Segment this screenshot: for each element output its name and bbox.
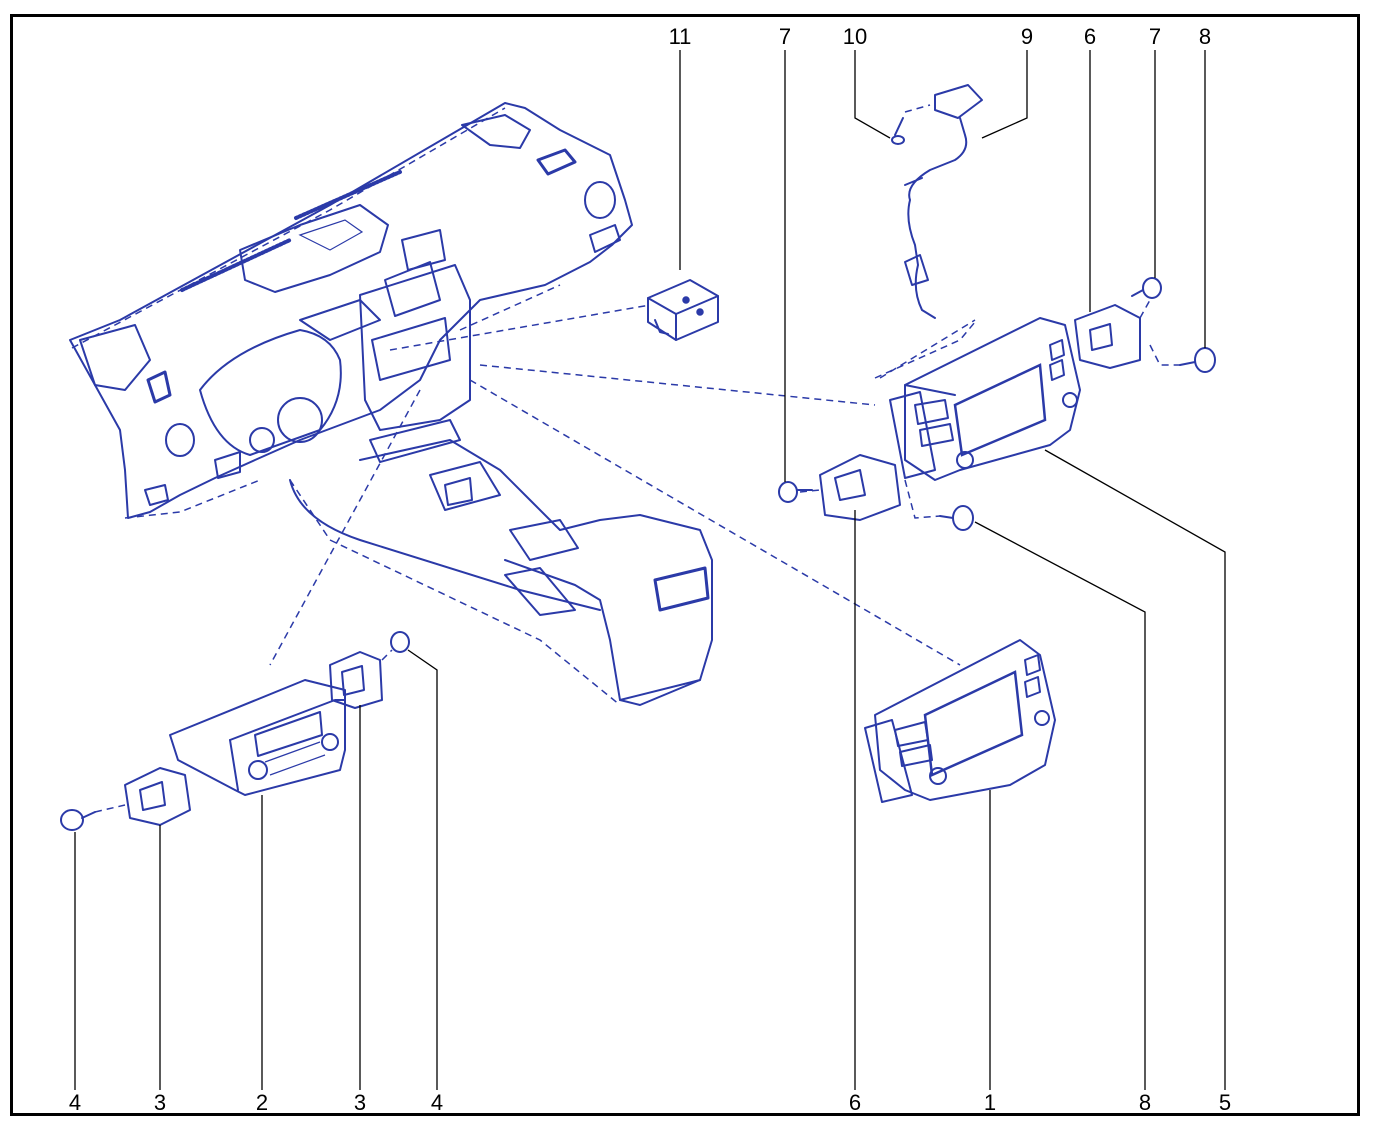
callout-8-bottom: 8: [1138, 1090, 1152, 1115]
part-9-harness: [874, 84, 983, 379]
callout-6-top: 6: [1083, 24, 1097, 49]
part-11-switch: [647, 279, 719, 341]
diagram-frame: [10, 14, 1360, 1116]
callout-4-right: 4: [430, 1090, 444, 1115]
part-6-bracket-upper: [1074, 299, 1151, 369]
center-console: [289, 439, 713, 706]
leader-lines: [74, 50, 1226, 1090]
part-1-display-unit: [864, 639, 1056, 803]
part-6-bracket-lower: [799, 454, 941, 521]
callout-6-bottom: 6: [848, 1090, 862, 1115]
callout-7-left: 7: [778, 24, 792, 49]
callout-8-top: 8: [1198, 24, 1212, 49]
part-3-bracket-right: [329, 649, 393, 709]
part-10-screw: [891, 104, 931, 145]
part-5-display-unit: [889, 317, 1081, 481]
callout-10: 10: [842, 24, 868, 49]
callout-9: 9: [1020, 24, 1034, 49]
callout-5: 5: [1218, 1090, 1232, 1115]
callout-2: 2: [255, 1090, 269, 1115]
part-4-screws: [60, 631, 410, 831]
callout-1: 1: [983, 1090, 997, 1115]
callout-7-right: 7: [1148, 24, 1162, 49]
dashboard-assembly: [69, 102, 633, 519]
callout-4-left: 4: [68, 1090, 82, 1115]
part-8-screws: [939, 344, 1216, 531]
part-7-screws: [778, 277, 1162, 503]
callout-3-left: 3: [153, 1090, 167, 1115]
callout-11: 11: [668, 24, 692, 49]
part-2-radio-unit: [169, 679, 346, 796]
part-3-bracket-left: [94, 767, 191, 826]
assembly-guide-lines: [269, 284, 976, 666]
callout-3-right: 3: [353, 1090, 367, 1115]
